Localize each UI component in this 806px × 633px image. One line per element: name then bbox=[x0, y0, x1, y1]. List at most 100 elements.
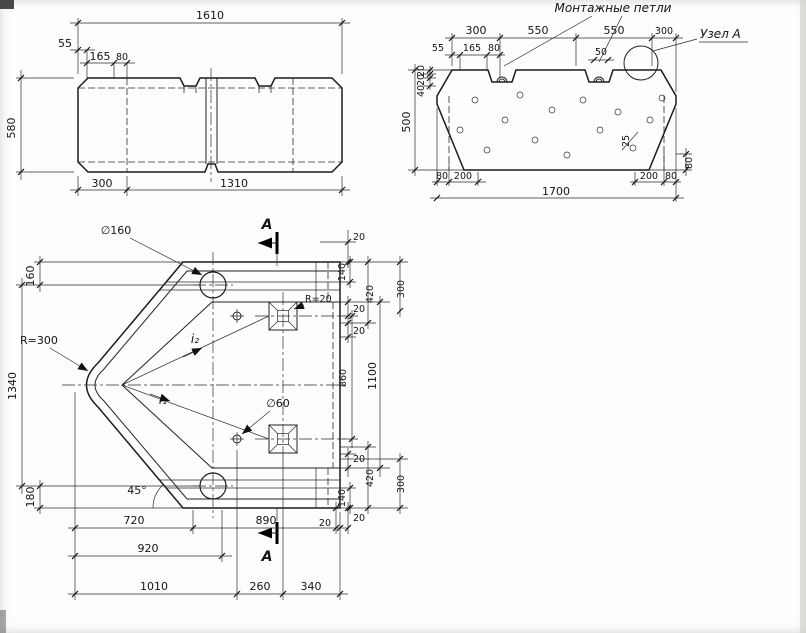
dim-55: 55 bbox=[58, 37, 72, 50]
section-dimensions: 300 550 550 300 55 165 80 50 20 20 40 50… bbox=[400, 24, 695, 202]
dim-140-bottom: 140 bbox=[337, 489, 348, 507]
dim-overall-length: 1610 bbox=[196, 9, 224, 22]
dim-300: 300 bbox=[92, 177, 113, 190]
side-view-dimensions: 1610 55 165 80 580 300 1310 bbox=[5, 9, 350, 196]
section-letter-top: А bbox=[261, 217, 273, 233]
small-hole-top bbox=[230, 309, 244, 323]
mounting-loops-label: Монтажные петли bbox=[555, 1, 672, 15]
dia-60-label: ∅60 bbox=[266, 397, 290, 410]
dim-80-top: 80 bbox=[488, 43, 500, 54]
dim-160: 160 bbox=[24, 266, 37, 287]
plan-dimensions: 160 1340 180 20 140 300 420 20 20 860 11… bbox=[6, 230, 408, 600]
recess-square-top bbox=[268, 301, 298, 331]
small-hole-bottom bbox=[230, 432, 244, 446]
dim-1100: 1100 bbox=[366, 362, 379, 390]
section-mark-bottom: А bbox=[258, 508, 279, 565]
slope-i1-arrow bbox=[149, 393, 171, 402]
recess-square-bottom bbox=[268, 424, 298, 454]
section-letter-bottom: А bbox=[261, 549, 273, 565]
side-view-geometry bbox=[77, 68, 343, 182]
dim-260: 260 bbox=[250, 580, 271, 593]
leader-lines bbox=[503, 15, 623, 67]
dim-20-mid-c: 20 bbox=[353, 454, 365, 465]
dim-20-mid-a: 20 bbox=[353, 304, 365, 315]
hidden-edges bbox=[448, 96, 665, 170]
dim-80: 80 bbox=[116, 52, 128, 63]
dim-80-right: 80 bbox=[684, 157, 695, 169]
dim-1340: 1340 bbox=[6, 372, 19, 400]
dim-20-bottom-a: 20 bbox=[353, 513, 365, 524]
dim-300-right: 300 bbox=[655, 26, 673, 37]
slope-i2-label: i₂ bbox=[191, 332, 199, 346]
dim-20b: 20 bbox=[416, 74, 427, 86]
edge-lines bbox=[159, 262, 340, 508]
plan-geometry bbox=[62, 252, 348, 518]
section-mark-top: А bbox=[258, 217, 279, 266]
dim-300-top: 300 bbox=[396, 280, 407, 298]
tick-marks bbox=[18, 238, 404, 598]
plan-view: ∅160 R=300 R=20 ∅60 45° i₂ i₁ А bbox=[6, 217, 408, 600]
dim-20-mid-b: 20 bbox=[353, 326, 365, 337]
r-20-label: R=20 bbox=[305, 294, 332, 305]
detail-leader bbox=[652, 38, 698, 52]
dim-25: 25 bbox=[621, 135, 632, 147]
dim-200-right: 200 bbox=[640, 171, 658, 182]
section-view: Монтажные петли Узел А 300 550 550 300 5… bbox=[400, 1, 748, 202]
dim-40: 40 bbox=[416, 85, 427, 97]
dim-20-top: 20 bbox=[353, 232, 365, 243]
dim-165: 165 bbox=[90, 50, 111, 63]
dim-200-left: 200 bbox=[454, 171, 472, 182]
dim-1700: 1700 bbox=[542, 185, 570, 198]
node-a-label: Узел А bbox=[700, 27, 741, 41]
detail-circle bbox=[623, 45, 659, 81]
dimension-lines bbox=[20, 22, 350, 191]
dim-920: 920 bbox=[138, 542, 159, 555]
dim-300-left: 300 bbox=[466, 24, 487, 37]
dim-300-bottom: 300 bbox=[396, 475, 407, 493]
section-callouts: Монтажные петли Узел А bbox=[503, 1, 748, 81]
dim-50: 50 bbox=[595, 47, 607, 58]
dim-550-right: 550 bbox=[604, 24, 625, 37]
extension-lines bbox=[16, 18, 343, 196]
dim-55: 55 bbox=[432, 43, 444, 54]
plan-callouts: ∅160 R=300 R=20 ∅60 45° i₂ i₁ А bbox=[20, 217, 332, 565]
angle-arc bbox=[152, 484, 164, 509]
side-view: 1610 55 165 80 580 300 1310 bbox=[5, 9, 350, 196]
dim-1310: 1310 bbox=[220, 177, 248, 190]
hatched-section bbox=[436, 69, 677, 171]
dim-420-top: 420 bbox=[365, 285, 376, 303]
r-300-leader bbox=[49, 347, 89, 372]
chamfer-dim-line-25 bbox=[621, 131, 639, 151]
center-lines bbox=[62, 252, 348, 518]
mounting-loop-left bbox=[496, 76, 508, 83]
aggregate-dots bbox=[456, 91, 666, 159]
dim-720: 720 bbox=[124, 514, 145, 527]
r-300-label: R=300 bbox=[20, 334, 58, 347]
slope-i1-label: i₁ bbox=[159, 393, 167, 407]
outer-contour bbox=[85, 261, 341, 509]
dim-340: 340 bbox=[301, 580, 322, 593]
angle-45-label: 45° bbox=[127, 484, 147, 497]
dia-160-label: ∅160 bbox=[101, 224, 132, 237]
dimension-lines bbox=[21, 230, 401, 595]
dim-420-bottom: 420 bbox=[365, 469, 376, 487]
dim-80-bottom-right: 80 bbox=[665, 171, 677, 182]
dim-height-580: 580 bbox=[5, 118, 18, 139]
dim-550-left: 550 bbox=[528, 24, 549, 37]
dim-165: 165 bbox=[463, 43, 481, 54]
dim-140-top: 140 bbox=[337, 263, 348, 281]
dim-20-bottom-b: 20 bbox=[319, 518, 331, 529]
dim-890: 890 bbox=[256, 514, 277, 527]
tick-marks bbox=[17, 19, 346, 194]
extension-lines bbox=[16, 241, 408, 600]
dim-20a: 20 bbox=[416, 65, 427, 77]
section-geometry bbox=[436, 69, 677, 171]
joint-lines bbox=[205, 78, 218, 164]
dim-180: 180 bbox=[24, 487, 37, 508]
part-outline bbox=[77, 77, 343, 173]
dia-60-leader bbox=[241, 410, 271, 435]
dim-1010: 1010 bbox=[140, 580, 168, 593]
